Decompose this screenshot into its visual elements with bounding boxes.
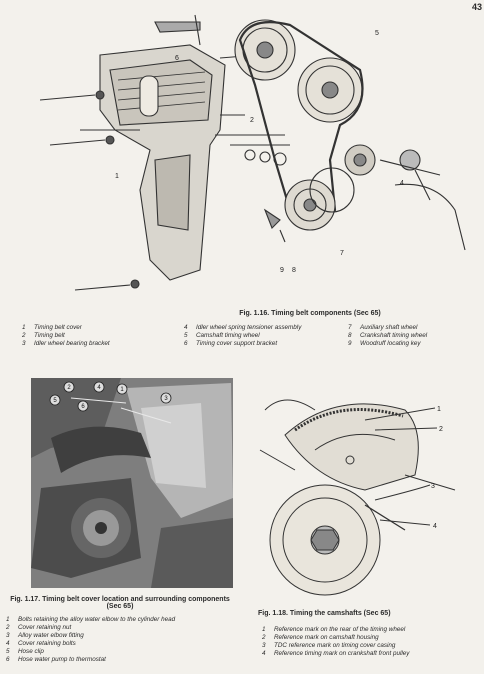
- fig117-callout-2: 2: [67, 385, 71, 391]
- fig-1-18-drawing: 1 2 3 4: [259, 399, 456, 596]
- fig117-callout-6: 6: [81, 404, 85, 410]
- fig118-callout-3: 3: [431, 483, 435, 490]
- fig116-callout-4: 4: [400, 180, 404, 187]
- fig117-callout-1: 1: [120, 387, 124, 393]
- page-number: 43: [471, 2, 482, 12]
- fig116-caption: Fig. 1.16. Timing belt components (Sec 6…: [239, 310, 381, 317]
- fig117-caption-line1: Fig. 1.17. Timing belt cover location an…: [10, 596, 230, 603]
- fig118-callout-4: 4: [433, 523, 437, 530]
- fig118-callout-2: 2: [439, 426, 443, 433]
- fig116-callout-9: 9: [280, 267, 284, 274]
- fig116-callout-5: 5: [375, 30, 379, 37]
- fig118-callout-1: 1: [437, 406, 441, 413]
- fig116-callout-6: 6: [175, 55, 179, 62]
- fig117-caption-line2: (Sec 65): [106, 603, 134, 610]
- fig117-callout-4: 4: [97, 385, 101, 391]
- fig116-callout-8: 8: [292, 267, 296, 274]
- engine-photo-illustration: 2 4 1 3 5 6: [31, 378, 233, 588]
- fig116-callout-7: 7: [340, 250, 344, 257]
- fig118-caption: Fig. 1.18. Timing the camshafts (Sec 65): [258, 610, 391, 617]
- fig-1-16-drawing: 1 2 5 6 7 8 9 4: [40, 14, 466, 291]
- fig117-callout-5: 5: [53, 398, 57, 404]
- fig116-callout-2: 2: [250, 117, 254, 124]
- fig117-caption: Fig. 1.17. Timing belt cover location an…: [4, 596, 236, 610]
- fig116-callout-1: 1: [115, 173, 119, 180]
- fig-1-17-photo: 2 4 1 3 5 6: [31, 378, 233, 588]
- fig117-callout-3: 3: [164, 396, 168, 402]
